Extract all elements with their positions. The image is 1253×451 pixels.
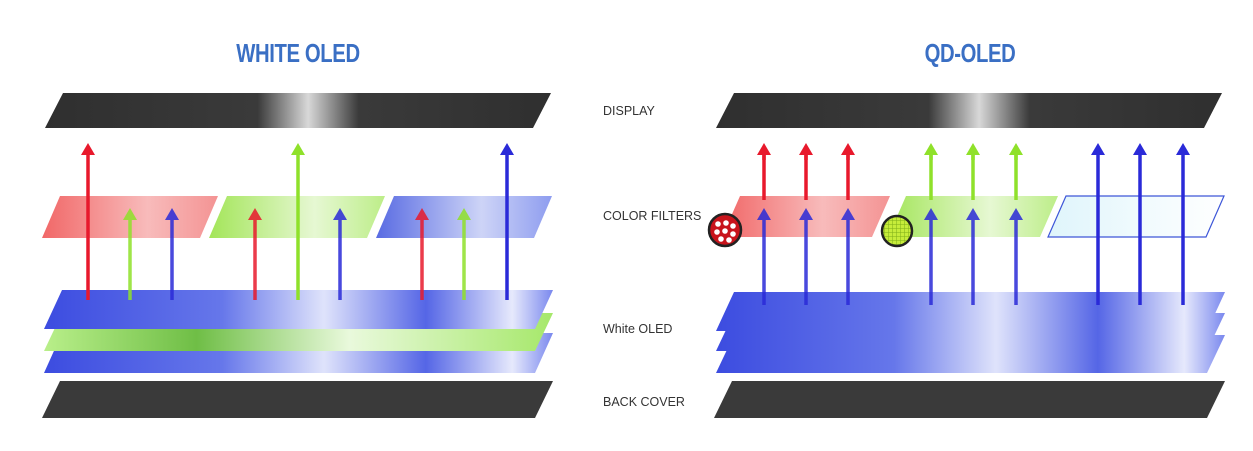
red-ray-head-right-1 (757, 143, 771, 160)
green-ray-blocked-left-1 (123, 208, 137, 300)
green-ray-head-right-2 (966, 143, 980, 160)
white-oled-title: WHITE OLED (236, 38, 360, 68)
blue-ray-passing-left-3 (500, 143, 514, 300)
blue-ray-blocked-left-2 (333, 208, 347, 300)
red-quantum-dot-icon (707, 212, 743, 248)
display-panel-right (716, 93, 1222, 128)
color-filters-label: COLOR FILTERS (603, 209, 702, 223)
display-label: DISPLAY (603, 104, 655, 118)
qd-oled-stack (707, 93, 1225, 418)
red-ray-blocked-left-2 (248, 208, 262, 300)
blue-ray-blocked-left-1 (165, 208, 179, 300)
qd-oled-title: QD-OLED (924, 38, 1016, 68)
blue-emission-ray-right-1-2 (799, 208, 813, 305)
back-cover-right (714, 381, 1225, 418)
blue-emission-ray-right-1-1 (757, 208, 771, 305)
back-cover-label: BACK COVER (603, 395, 685, 409)
clear-filter-right (1047, 195, 1225, 238)
red-ray-blocked-left-3 (415, 208, 429, 300)
green-ray-passing-left-2 (291, 143, 305, 300)
light-rays-left (81, 143, 514, 300)
red-ray-head-right-3 (841, 143, 855, 160)
green-ray-head-right-3 (1009, 143, 1023, 160)
white-oled-stack (42, 93, 553, 418)
blue-oled-layer-1-right (716, 292, 1225, 331)
blue-ray-passing-right-2 (1133, 143, 1147, 305)
blue-emission-ray-right-2-2 (966, 208, 980, 305)
light-rays-right (757, 143, 1190, 305)
green-quantum-dot-icon (880, 214, 914, 248)
green-ray-head-right-1 (924, 143, 938, 160)
blue-emission-ray-right-1-3 (841, 208, 855, 305)
back-cover-left (42, 381, 553, 418)
blue-emission-ray-right-2-3 (1009, 208, 1023, 305)
blue-ray-passing-right-3 (1176, 143, 1190, 305)
white-oled-label: White OLED (603, 322, 673, 336)
blue-emission-ray-right-2-1 (924, 208, 938, 305)
red-ray-passing-left-1 (81, 143, 95, 300)
display-panel-left (45, 93, 551, 128)
green-ray-blocked-left-3 (457, 208, 471, 300)
red-ray-head-right-2 (799, 143, 813, 160)
blue-ray-passing-right-1 (1091, 143, 1105, 305)
